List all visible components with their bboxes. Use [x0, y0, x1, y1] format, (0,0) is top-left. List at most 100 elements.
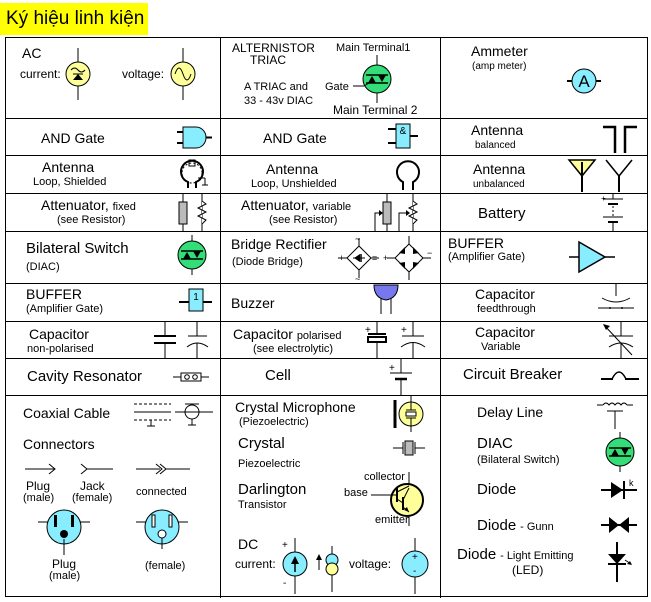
antenna-unbalanced-icon — [605, 159, 633, 192]
buffer-box-sub: (Amplifier Gate) — [26, 303, 104, 315]
cell-and-gate-1: AND Gate — [6, 119, 221, 156]
alternistor-title1: ALTERNISTOR — [232, 41, 315, 55]
cell-alternistor: ALTERNISTOR TRIAC A TRIAC and 33 - 43v D… — [221, 38, 441, 119]
antenna-loop-shielded-sub: Loop, Shielded — [33, 176, 107, 188]
plug2-sub: (male) — [49, 570, 81, 582]
diode-gunn-title-small: - Gunn — [520, 521, 554, 533]
ac-title: AC — [22, 45, 42, 61]
ac-current-label: current: — [20, 67, 61, 81]
capacitor-feedthrough-title: Capacitor — [475, 286, 535, 302]
cell-cavity-resonator: Cavity Resonator — [6, 359, 221, 396]
page-title: Ký hiệu linh kiện — [0, 3, 148, 35]
cell-capacitor-nonpolarised: Capacitor non-polarised — [6, 322, 221, 359]
dc-voltage-label: voltage: — [349, 557, 392, 571]
diac-icon-2 — [605, 432, 635, 472]
capacitor-polarised-title-small: polarised — [296, 330, 342, 342]
battery-icon: + — [601, 194, 623, 232]
circuit-breaker-icon — [601, 371, 639, 380]
cell-antenna-unbalanced: Antenna unbalanced — [441, 156, 647, 194]
cell-attenuator-fixed: Attenuator, fixed (see Resistor) — [6, 194, 221, 232]
cell-buzzer: Buzzer — [221, 284, 441, 322]
diac-sub: (Bilateral Switch) — [477, 454, 560, 466]
cell-icon: + — [389, 359, 412, 396]
dc-title: DC — [238, 536, 259, 552]
coaxial-cable-title: Coaxial Cable — [23, 405, 111, 421]
buffer-triangle-title: BUFFER — [448, 235, 504, 251]
cell-ammeter: Ammeter (amp meter) A — [441, 38, 647, 119]
cell-antenna-balanced: Antenna balanced — [441, 119, 647, 156]
buffer-box-glyph: 1 — [193, 292, 199, 303]
connectors-title: Connectors — [23, 436, 95, 452]
bridge-minus-2: − — [427, 248, 432, 258]
attenuator-variable-title: Attenuator, variable — [241, 197, 351, 215]
led-icon — [608, 542, 632, 582]
coaxial-cable-icon — [134, 403, 213, 427]
dc-current-plus: + — [282, 540, 288, 551]
dc-voltage-plus: + — [412, 552, 418, 563]
cap-pol-plus-1: + — [365, 325, 371, 336]
alternistor-desc2: 33 - 43v DIAC — [244, 95, 314, 107]
bridge-ac-2: ~ — [355, 274, 360, 284]
antenna-loop-unshielded-icon — [396, 160, 420, 190]
delay-line-icon — [597, 402, 633, 429]
capacitor-nonpolarised-icon — [154, 322, 209, 359]
attenuator-fixed-title-main: Attenuator, — [41, 197, 109, 213]
female-socket-icon — [136, 509, 188, 549]
cell-bridge-rectifier: Bridge Rectifier (Diode Bridge) + ~ = ~ … — [221, 232, 441, 284]
buffer-box-title: BUFFER — [26, 286, 82, 302]
diode-led-title: Diode - Light Emitting — [457, 546, 573, 564]
battery-title: Battery — [478, 205, 526, 222]
antenna-balanced-title: Antenna — [471, 122, 524, 138]
diode-led-sub: (LED) — [512, 563, 544, 577]
diode-gunn-icon — [601, 517, 637, 533]
darlington-emitter-label: emitter — [375, 514, 409, 526]
antenna-loop-shielded-icon — [180, 159, 208, 188]
buffer-triangle-icon — [569, 240, 615, 274]
darlington-transistor-icon — [371, 472, 424, 526]
alternistor-title2: TRIAC — [250, 53, 286, 67]
diode-led-title-main: Diode — [457, 546, 497, 563]
plug-male-socket-icon — [38, 509, 90, 555]
darlington-title: Darlington — [238, 481, 307, 498]
triac-icon — [353, 55, 392, 103]
cell-plus: + — [389, 363, 395, 374]
antenna-balanced-sub: balanced — [475, 140, 516, 151]
dc-voltage-minus: - — [413, 566, 416, 577]
diode-gunn-title-main: Diode — [477, 517, 517, 534]
ac-voltage-source-icon — [170, 48, 196, 100]
diac-title: DIAC — [477, 435, 513, 452]
ac-current-source-icon — [65, 48, 91, 100]
bridge-rectifier-sub: (Diode Bridge) — [232, 256, 303, 268]
alternistor-mt1-label: Main Terminal1 — [336, 42, 411, 54]
capacitor-polarised-title: Capacitor polarised — [233, 326, 341, 344]
dc-current-alt-icon — [316, 546, 339, 592]
cell-circuit-breaker: Circuit Breaker — [441, 359, 647, 396]
cell-antenna-loop-shielded: Antenna Loop, Shielded — [6, 156, 221, 194]
crystal-microphone-title: Crystal Microphone — [235, 399, 356, 415]
and-gate-1-title: AND Gate — [41, 130, 105, 146]
diode-gunn-title: Diode - Gunn — [477, 517, 554, 535]
female-label: (female) — [145, 560, 186, 572]
antenna-unbalanced-filled-icon — [567, 159, 597, 192]
diode-led-title-small: - Light Emitting — [500, 550, 574, 562]
cell-capacitor-variable: Capacitor Variable — [441, 322, 647, 359]
plug-label: Plug — [26, 479, 51, 493]
alternistor-desc1: A TRIAC and — [244, 81, 308, 93]
jack-female-icon — [80, 463, 113, 475]
attenuator-fixed-title: Attenuator, fixed — [41, 197, 136, 215]
crystal-sub: Piezoelectric — [238, 458, 301, 470]
circuit-breaker-title: Circuit Breaker — [463, 366, 563, 383]
ammeter-sub: (amp meter) — [472, 61, 527, 72]
cell-capacitor-feedthrough: Capacitor feedthrough — [441, 284, 647, 322]
plug2-label: Plug — [52, 557, 77, 571]
cell-buffer-triangle: BUFFER (Amplifier Gate) — [441, 232, 647, 284]
jack-label: Jack — [80, 479, 105, 493]
cell-bilateral-switch: Bilateral Switch (DIAC) — [6, 232, 221, 284]
darlington-base-label: base — [344, 487, 368, 499]
diode-icon: k — [601, 478, 637, 499]
connected-icon — [136, 463, 190, 475]
and-gate-2-title: AND Gate — [263, 130, 327, 146]
ammeter-glyph: A — [578, 72, 590, 91]
attenuator-variable-sub: (see Resistor) — [269, 214, 338, 226]
attenuator-variable-title-main: Attenuator, — [241, 197, 309, 213]
